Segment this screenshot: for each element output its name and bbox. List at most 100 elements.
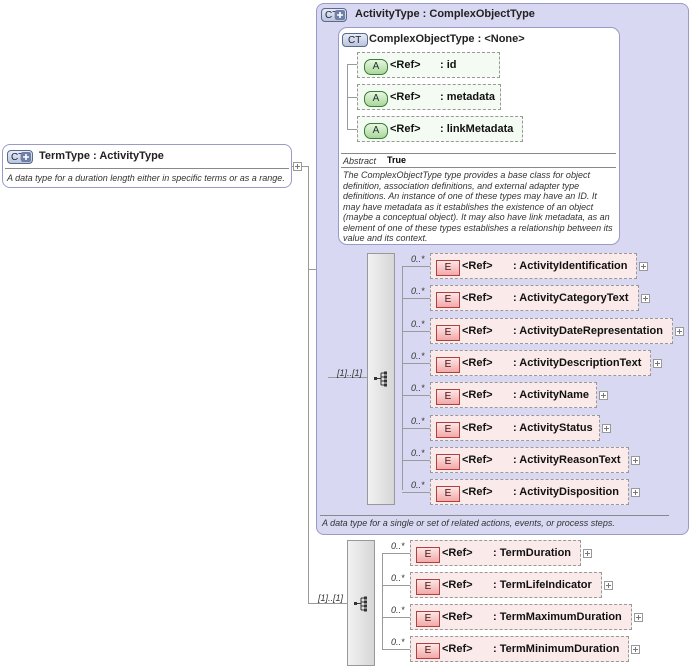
- complex-type-badge-label: CT: [348, 35, 362, 46]
- activity-type-description: A data type for a single or set of relat…: [322, 518, 615, 528]
- complex-object-type-description: The ComplexObjectType type provides a ba…: [343, 170, 613, 243]
- plus-icon: [335, 10, 345, 20]
- expand-toggle[interactable]: [602, 423, 611, 433]
- element-ref: <Ref>: [462, 324, 493, 337]
- element-occurrence: 0..*: [391, 541, 405, 551]
- expand-toggle[interactable]: [599, 391, 608, 401]
- element-icon: E: [436, 292, 460, 309]
- connector: [382, 617, 410, 618]
- element-icon: E: [436, 389, 460, 406]
- expand-toggle[interactable]: [634, 613, 643, 622]
- element-icon: E: [416, 611, 440, 627]
- attribute-link-metadata[interactable]: A <Ref> : linkMetadata: [357, 116, 523, 142]
- element-icon: E: [436, 486, 460, 503]
- element-ref: <Ref>: [442, 611, 473, 623]
- attribute-ref: <Ref>: [390, 123, 421, 135]
- expand-toggle[interactable]: [639, 262, 648, 271]
- expand-toggle[interactable]: [653, 358, 662, 368]
- connector: [402, 427, 430, 429]
- connector: [328, 377, 368, 378]
- complex-type-badge-label: CT: [11, 152, 25, 163]
- element-node[interactable]: E<Ref>: TermLifeIndicator: [410, 572, 602, 598]
- connector: [402, 395, 430, 397]
- element-name: : TermLifeIndicator: [493, 579, 592, 591]
- complex-type-icon: CT: [321, 8, 347, 22]
- divider: [320, 515, 669, 516]
- element-occurrence: 0..*: [411, 318, 425, 329]
- element-ref: <Ref>: [462, 292, 493, 305]
- element-icon: E: [436, 260, 460, 276]
- attribute-name: : id: [440, 59, 457, 71]
- connector: [382, 585, 410, 586]
- sequence-icon: [354, 596, 367, 612]
- connector: [308, 166, 309, 604]
- expand-toggle[interactable]: [604, 581, 613, 590]
- expand-toggle[interactable]: [675, 326, 684, 336]
- element-occurrence: 0..*: [411, 254, 425, 264]
- term-type-base: : ActivityType: [93, 150, 164, 162]
- expand-toggle[interactable]: [641, 294, 650, 304]
- complex-object-type-base: : <None>: [477, 33, 525, 45]
- element-occurrence: 0..*: [391, 573, 405, 583]
- element-name: : TermDuration: [493, 547, 572, 559]
- connector: [402, 298, 430, 300]
- element-node[interactable]: E<Ref> : ActivityCategoryText: [430, 285, 639, 312]
- abstract-value: True: [387, 155, 407, 165]
- expand-toggle[interactable]: [631, 645, 640, 654]
- element-node[interactable]: E<Ref>: ActivityDisposition: [430, 479, 629, 506]
- expand-toggle[interactable]: [631, 455, 640, 465]
- element-name: : ActivityDateRepresentation: [513, 324, 663, 337]
- sequence-compositor[interactable]: [347, 540, 375, 666]
- element-ref: <Ref>: [462, 486, 493, 499]
- element-occurrence: 0..*: [411, 286, 425, 297]
- attribute-ref: <Ref>: [390, 91, 421, 103]
- element-node[interactable]: E<Ref>: TermDuration: [410, 540, 581, 566]
- element-node[interactable]: E<Ref> : TermMaximumDuration: [410, 604, 632, 630]
- element-node[interactable]: E<Ref>: ActivityReasonText: [430, 446, 629, 473]
- complex-object-type-title: ComplexObjectType : <None>: [369, 33, 525, 45]
- element-node[interactable]: E<Ref>: ActivityName: [430, 382, 597, 409]
- element-node[interactable]: E<Ref>: ActivityDescriptionText: [430, 349, 651, 376]
- connector: [308, 269, 318, 270]
- sequence-compositor[interactable]: [367, 253, 395, 505]
- connector: [402, 362, 430, 364]
- element-name: : ActivityCategoryText: [513, 292, 629, 305]
- element-ref: <Ref>: [442, 643, 473, 655]
- connector: [308, 603, 348, 604]
- element-name: : TermMaximumDuration: [493, 611, 622, 623]
- complex-object-type-name: ComplexObjectType: [369, 33, 475, 45]
- expand-toggle[interactable]: [631, 488, 640, 498]
- activity-type-name: ActivityType: [355, 8, 420, 20]
- attribute-id[interactable]: A <Ref> : id: [357, 52, 500, 78]
- connector: [402, 330, 430, 332]
- term-type-node[interactable]: CT TermType : ActivityType A data type f…: [2, 144, 292, 188]
- element-ref: <Ref>: [442, 579, 473, 591]
- element-name: : TermMinimumDuration: [493, 643, 620, 655]
- connector: [347, 129, 357, 130]
- attribute-metadata[interactable]: A <Ref> : metadata: [357, 84, 501, 110]
- connector: [402, 266, 430, 267]
- element-node[interactable]: E<Ref>: ActivityIdentification: [430, 253, 637, 279]
- element-name: : ActivityDescriptionText: [513, 356, 642, 369]
- connector: [347, 97, 357, 98]
- element-node[interactable]: E<Ref>: TermMinimumDuration: [410, 636, 629, 662]
- collapse-toggle[interactable]: [293, 162, 302, 171]
- element-name: : ActivityName: [513, 389, 590, 402]
- attribute-icon: A: [364, 59, 388, 75]
- complex-type-icon: CT: [7, 150, 33, 164]
- complex-type-icon: CT: [342, 33, 368, 47]
- element-ref: <Ref>: [442, 547, 473, 559]
- connector: [382, 649, 410, 650]
- element-occurrence: 0..*: [411, 350, 425, 361]
- connector: [382, 553, 383, 649]
- sequence-occurrence: [1]..[1]: [318, 593, 344, 603]
- sequence-icon: [374, 371, 387, 387]
- element-occurrence: 0..*: [411, 383, 425, 394]
- element-node[interactable]: E<Ref> : ActivityDateRepresentation: [430, 317, 673, 344]
- activity-type-base: : ComplexObjectType: [422, 8, 535, 20]
- element-occurrence: 0..*: [411, 447, 425, 458]
- element-icon: E: [436, 324, 460, 341]
- element-occurrence: 0..*: [411, 415, 425, 426]
- expand-toggle[interactable]: [583, 549, 592, 558]
- element-node[interactable]: E<Ref>: ActivityStatus: [430, 414, 600, 441]
